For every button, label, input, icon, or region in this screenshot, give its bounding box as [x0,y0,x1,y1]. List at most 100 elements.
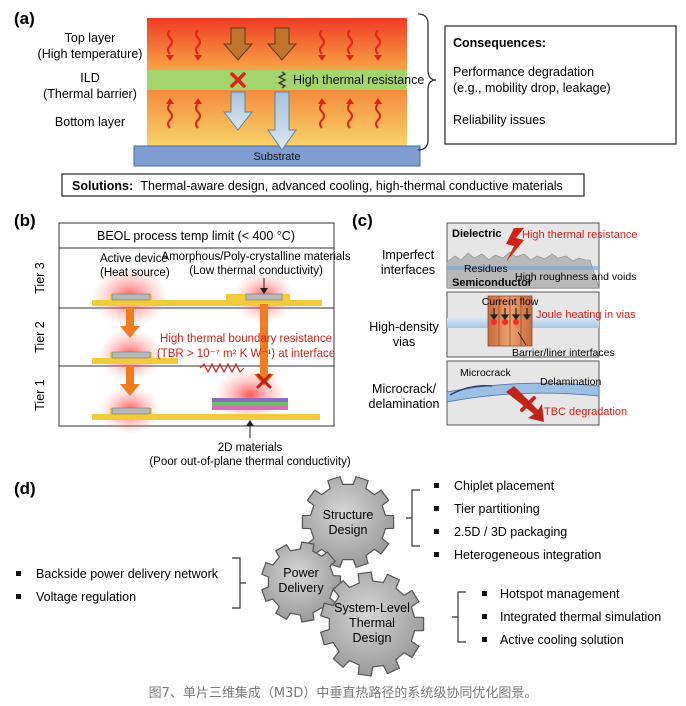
tbr-label-line2: (TBR > 10⁻⁷ m² K W⁻¹) at interface [157,348,335,360]
gear-system-thermal-icon [319,571,425,677]
bracket-icon [452,591,466,643]
substrate-block [133,145,421,167]
ild-sub-label: (Thermal barrier) [43,87,137,101]
2d-material-stack [212,406,288,410]
gear-structure-label-1: Structure [323,508,374,522]
delamination-label: delamination [369,397,440,411]
blocked-flow-arrow-icon [222,91,254,131]
microcrack-line [449,385,493,396]
2d-material-stack [212,402,288,406]
system-item: Active cooling solution [500,633,624,647]
2d-material-stack [212,398,288,402]
callout-line [517,331,527,346]
microcrack-text: Microcrack [460,367,512,379]
blocked-x-icon [230,72,246,88]
dielectric-label: Dielectric [452,228,502,240]
current-flow-label: Current flow [482,296,539,308]
high-thermal-resistance-label: High thermal resistance [293,73,424,87]
solutions-box [61,173,585,197]
semiconductor-label: Semiconductor [452,277,533,289]
interface-band [447,266,599,270]
solutions-text: Solutions: Thermal-aware design, advance… [72,179,563,193]
solutions-label: Solutions: [72,179,133,193]
low-conductivity-label: (Low thermal conductivity) [189,265,323,277]
imperfect-interfaces-label-2: interfaces [381,263,435,277]
gear-power-delivery-icon [261,541,342,623]
bottom-layer-label: Bottom layer [55,115,125,129]
structure-item: Heterogeneous integration [454,548,601,562]
bracket-icon [406,489,420,547]
barrier-liner-label: Barrier/liner interfaces [512,347,615,359]
c-high-thermal-resistance-label: High thermal resistance [522,229,638,241]
panel-a-label: (a) [14,9,35,28]
structure-item: 2.5D / 3D packaging [454,525,567,539]
top-layer-label: Top layer [65,31,116,45]
panel-d-label: (d) [14,479,36,498]
tier1-label: Tier 1 [33,379,47,411]
gear-power-label-1: Power [283,566,318,580]
power-item: Backside power delivery network [36,567,219,581]
panel-b: (b) BEOL process temp limit (< 400 °C) T… [14,211,351,468]
tier3-label: Tier 3 [33,262,47,294]
tier2-label: Tier 2 [33,321,47,353]
gear-system-label-2: Thermal [349,616,395,630]
panel-c-label: (c) [352,211,373,230]
consequence-performance-detail: (e.g., mobility drop, leakage) [453,81,611,95]
panel-b-frame [58,222,335,427]
callout-arrowhead-icon [260,288,268,294]
bullet-icon [434,529,439,534]
heat-arrowhead-icons [166,55,382,104]
gear-system-label-3: Design [353,631,392,645]
power-item-list: Backside power delivery network Voltage … [16,567,219,604]
bracket-icon [232,557,246,609]
heat-source-label: (Heat source) [100,267,170,279]
figure-caption: 图7、单片三维集成（M3D）中垂直热路径的系统级协同优化图景。 [148,686,538,701]
joule-heating-label: Joule heating in vias [536,309,636,321]
panel-a: (a) Top layer (High temperature) ILD (Th… [14,9,677,197]
flow-arrow-to-substrate-icon [267,91,297,151]
tbr-label-line1: High thermal boundary resistance [160,333,332,345]
structure-item: Tier partitioning [454,502,540,516]
callout-arrowhead-icon [246,420,254,426]
active-device [111,407,151,415]
bullet-icon [482,591,487,596]
system-item: Integrated thermal simulation [500,610,661,624]
amorphous-label: Amorphous/Poly-crystalline materials [161,251,350,263]
roughness-label: High roughness and voids [515,271,636,283]
gear-body [301,475,395,569]
system-item: Hotspot management [500,587,620,601]
active-device [111,293,151,301]
2d-materials-label: 2D materials [218,442,283,454]
top-layer-sub-label: (High temperature) [38,47,143,61]
consequences-box [444,25,677,145]
panel-c: (c) Imperfect interfaces High-density vi… [352,211,638,426]
panel-b-label: (b) [14,211,36,230]
ild-label: ILD [80,71,99,85]
bullet-icon [434,552,439,557]
gear-system-label-1: System-Level [334,601,410,615]
bullet-icon [434,506,439,511]
delamination-text: Delamination [540,376,601,388]
high-density-vias-label-2: vias [393,335,415,349]
bullet-icon [434,483,439,488]
current-flow-arrow-icons [489,308,532,320]
heat-glow [214,369,286,421]
gear-body [261,541,342,623]
active-device-label: Active device [100,253,168,265]
gear-body [319,571,425,677]
structure-item-list: Chiplet placement Tier partitioning 2.5D… [434,479,601,562]
brace-icon [417,13,437,151]
high-density-vias-label: High-density [369,320,439,334]
gear-power-label-2: Delivery [278,581,324,595]
poor-conductivity-label: (Poor out-of-plane thermal conductivity) [149,456,351,468]
imperfect-interfaces-label: Imperfect [382,248,435,262]
gear-structure-design-icon [301,475,395,569]
residues-label: Residues [464,263,508,275]
bullet-icon [16,571,21,576]
consequences-title: Consequences: [453,36,546,50]
structure-item: Chiplet placement [454,479,555,493]
beol-title: BEOL process temp limit (< 400 °C) [97,229,295,243]
delamination-layer [446,382,600,403]
blocked-x-icon [256,373,272,389]
figure-canvas: (a) Top layer (High temperature) ILD (Th… [14,9,677,677]
